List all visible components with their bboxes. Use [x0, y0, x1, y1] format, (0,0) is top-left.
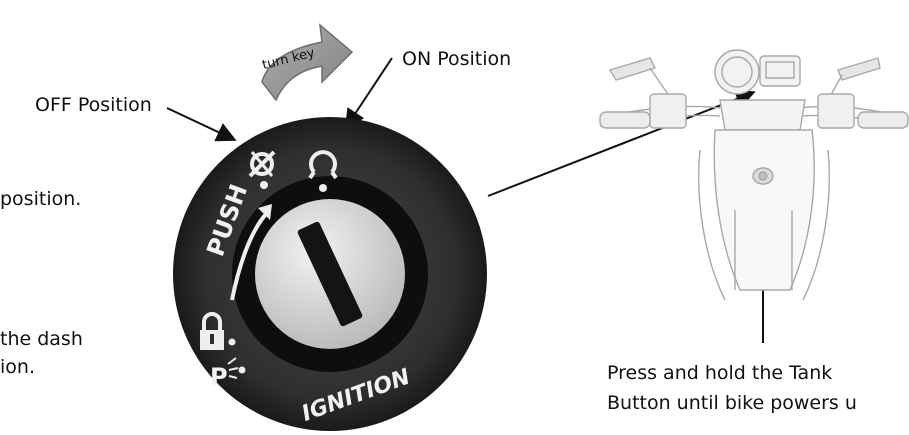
motorcycle-illustration [599, 49, 909, 301]
on-position-pointer [344, 57, 393, 130]
key-slot-icon [297, 221, 363, 327]
left-text-fragment-3: ion. [0, 356, 35, 378]
push-arrow-icon [230, 212, 268, 301]
ignition-dial: PUSH P IGNITION [173, 117, 487, 431]
curved-arrow-icon [261, 23, 354, 102]
off-position-pointer [166, 107, 237, 142]
off-position-label: OFF Position [35, 94, 152, 116]
on-symbol-icon [308, 150, 338, 192]
ignition-location-pointer [487, 89, 756, 197]
left-text-fragment-1: position. [0, 188, 82, 210]
parking-light-icon: P [210, 357, 246, 391]
svg-text:P: P [210, 363, 228, 391]
left-text-fragment-2: the dash [0, 328, 83, 350]
tank-button-instruction-line1: Press and hold the Tank [607, 362, 833, 384]
off-symbol-icon [248, 150, 276, 189]
tank-button-instruction-line2: Button until bike powers u [607, 392, 857, 414]
on-position-label: ON Position [402, 48, 512, 70]
lock-icon [200, 312, 236, 350]
